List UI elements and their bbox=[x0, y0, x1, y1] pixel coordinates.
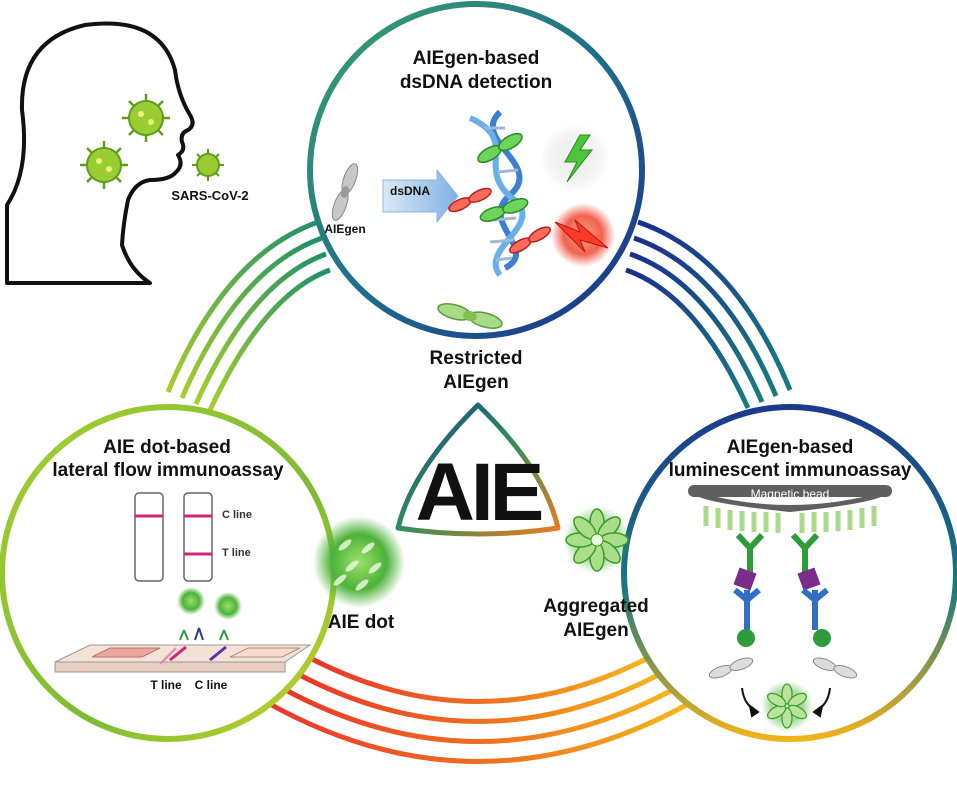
aie-logo-text: AIE bbox=[416, 447, 542, 538]
arcs-bottom bbox=[266, 655, 692, 764]
aggregated-aiegen-line2: AIEgen bbox=[563, 620, 629, 641]
test-strip-cassette-1 bbox=[134, 492, 164, 582]
test-strip-cassette-2 bbox=[183, 492, 213, 582]
strip-t-line-label: T line bbox=[150, 678, 182, 692]
detection-aiegen-right-icon bbox=[812, 657, 858, 679]
aggregated-aiegen-icon bbox=[563, 506, 631, 574]
left-panel-title-line2: lateral flow immunoassay bbox=[52, 460, 284, 481]
aie-logo: AIE bbox=[395, 402, 561, 538]
green-emission-icon bbox=[541, 124, 609, 192]
red-emission-icon bbox=[551, 203, 615, 267]
lateral-flow-strip bbox=[54, 644, 312, 673]
restricted-aiegen-line2: AIEgen bbox=[443, 372, 509, 393]
aiegen-molecule-icon bbox=[331, 163, 359, 221]
strip-c-line-label: C line bbox=[194, 678, 228, 692]
capture-antibody-right-icon bbox=[790, 532, 831, 647]
green-bound-aiegen-icon bbox=[477, 132, 529, 223]
restricted-aiegen-line1: Restricted bbox=[429, 348, 523, 369]
virus-label: SARS-CoV-2 bbox=[171, 188, 249, 203]
right-panel-title-line1: AIEgen-based bbox=[726, 437, 854, 458]
aggregation-arrows-icon bbox=[741, 687, 831, 718]
restricted-aiegen-icon bbox=[437, 303, 503, 329]
top-panel-title-line1: AIEgen-based bbox=[412, 48, 540, 69]
aiegen-label: AIEgen bbox=[324, 222, 366, 236]
capture-antibody-left-icon bbox=[733, 532, 765, 647]
aie-dot-label: AIE dot bbox=[327, 612, 395, 633]
aie-dot-nanoparticles-icon bbox=[177, 587, 242, 641]
dna-helix-icon bbox=[468, 109, 526, 277]
detection-aiegen-left-icon bbox=[708, 657, 754, 679]
arcs-left bbox=[165, 219, 331, 412]
t-line-label: T line bbox=[222, 547, 251, 559]
c-line-label: C line bbox=[222, 509, 252, 521]
bead-surface-linkers bbox=[703, 506, 877, 533]
left-panel-title-line1: AIE dot-based bbox=[103, 437, 231, 458]
virus-icon bbox=[80, 94, 224, 189]
top-panel-title-line2: dsDNA detection bbox=[399, 72, 553, 93]
dsdna-label: dsDNA bbox=[389, 184, 430, 198]
aie-dot-icon bbox=[313, 516, 405, 608]
red-bound-aiegen-icon bbox=[448, 187, 551, 254]
magnetic-bead-icon bbox=[688, 485, 892, 512]
dsdna-arrow-icon bbox=[382, 168, 459, 224]
aggregated-aiegen-product-icon bbox=[761, 680, 813, 732]
magnetic-bead-label: Magnetic bead bbox=[750, 487, 830, 501]
aggregated-aiegen-line1: Aggregated bbox=[543, 596, 649, 617]
arcs-right bbox=[625, 219, 793, 410]
human-head-icon bbox=[5, 21, 195, 285]
right-panel-title-line2: luminescent immunoassay bbox=[668, 460, 912, 481]
